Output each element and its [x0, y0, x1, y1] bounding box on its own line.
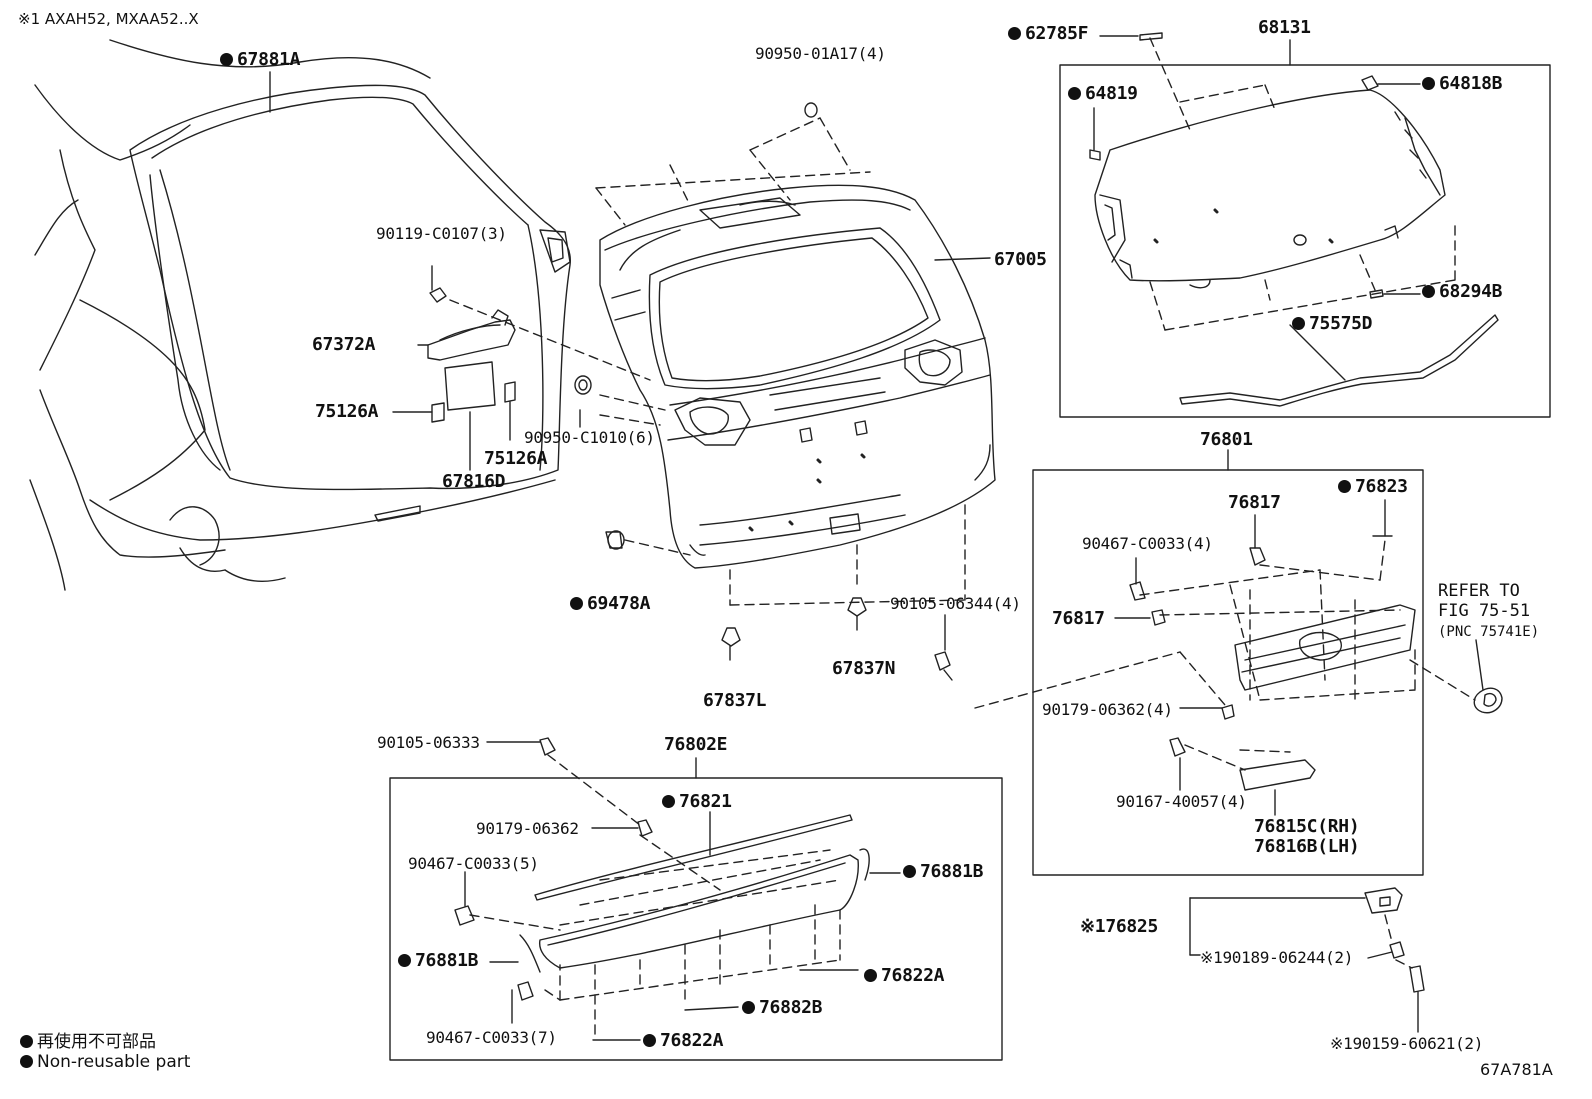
legend-dot-icon	[20, 1035, 33, 1048]
label-76881B-left[interactable]: 76881B	[398, 951, 479, 971]
label-68131[interactable]: 68131	[1258, 17, 1311, 38]
vehicle-body-outline	[29, 39, 572, 591]
molding-75575D	[1179, 314, 1499, 407]
nonreusable-dot-icon	[643, 1034, 656, 1047]
label-67816D[interactable]: 67816D	[442, 471, 506, 492]
hinge-parts	[392, 309, 516, 471]
label-67837L[interactable]: 67837L	[703, 690, 767, 711]
label-76881B-right[interactable]: 76881B	[903, 862, 984, 882]
label-90467-C0033-7[interactable]: 90467-C0033(7)	[426, 1028, 557, 1047]
label-76821[interactable]: 76821	[662, 792, 732, 812]
garnish-76801	[1114, 499, 1503, 816]
nonreusable-dot-icon	[864, 969, 877, 982]
label-90119-C0107[interactable]: 90119-C0107(3)	[376, 224, 507, 243]
label-76815C[interactable]: 76815C(RH)	[1254, 816, 1360, 837]
label-64818B[interactable]: 64818B	[1422, 74, 1503, 94]
leader-67005	[934, 257, 991, 261]
nonreusable-dot-icon	[742, 1001, 755, 1014]
nonreusable-dot-icon	[1422, 285, 1435, 298]
lower-garnish-76802E	[454, 737, 901, 1041]
label-67837N[interactable]: 67837N	[832, 658, 896, 679]
label-76802E[interactable]: 76802E	[664, 734, 728, 755]
label-75575D[interactable]: 75575D	[1292, 314, 1373, 334]
label-90105-06344[interactable]: 90105-06344(4)	[890, 594, 1021, 613]
label-90179-06362[interactable]: 90179-06362	[476, 819, 579, 838]
label-68294B[interactable]: 68294B	[1422, 282, 1503, 302]
bracket-76825	[1189, 887, 1425, 1033]
glass-leaders	[1149, 37, 1456, 331]
nonreusable-dot-icon	[903, 865, 916, 878]
figure-code: 67A781A	[1480, 1060, 1553, 1079]
label-90167-40057[interactable]: 90167-40057(4)	[1116, 792, 1247, 811]
lower-garnish-leaders	[469, 754, 841, 1036]
nonreusable-dot-icon	[220, 53, 233, 66]
nonreusable-dot-icon	[1292, 317, 1305, 330]
label-76816B[interactable]: 76816B(LH)	[1254, 836, 1360, 857]
label-76801[interactable]: 76801	[1200, 429, 1253, 450]
garnish-leaders	[974, 539, 1476, 771]
label-76817-top[interactable]: 76817	[1228, 492, 1281, 513]
nonreusable-dot-icon	[1008, 27, 1021, 40]
box-76801	[1032, 469, 1424, 876]
nonreusable-dot-icon	[398, 954, 411, 967]
label-76822A-right[interactable]: 76822A	[864, 966, 945, 986]
label-76882B[interactable]: 76882B	[742, 998, 823, 1018]
nonreusable-dot-icon	[1338, 480, 1351, 493]
label-90105-06333[interactable]: 90105-06333	[377, 733, 480, 752]
label-90950-C1010[interactable]: 90950-C1010(6)	[524, 428, 655, 447]
nonreusable-dot-icon	[1068, 87, 1081, 100]
label-76823[interactable]: 76823	[1338, 477, 1408, 497]
label-90159-60621[interactable]: ※190159-60621(2)	[1330, 1034, 1484, 1053]
box-68131	[1059, 64, 1551, 418]
back-glass	[1089, 32, 1446, 299]
label-75126A-left[interactable]: 75126A	[315, 401, 379, 422]
header-note: ※1 AXAH52, MXAA52..X	[18, 10, 199, 28]
tailgate-panel	[599, 184, 996, 569]
reference-line-3: (PNC 75741E)	[1438, 624, 1540, 640]
label-76825[interactable]: ※176825	[1080, 916, 1159, 937]
label-90467-C0033-4[interactable]: 90467-C0033(4)	[1082, 534, 1213, 553]
tailgate-fasteners	[429, 102, 953, 681]
reference-line-1: REFER TO	[1438, 581, 1520, 601]
label-67372A[interactable]: 67372A	[312, 334, 376, 355]
label-64819[interactable]: 64819	[1068, 84, 1138, 104]
label-62785F[interactable]: 62785F	[1008, 24, 1089, 44]
label-90189-06244[interactable]: ※190189-06244(2)	[1200, 948, 1354, 967]
reference-line-2: FIG 75-51	[1438, 601, 1531, 621]
label-90467-C0033-5[interactable]: 90467-C0033(5)	[408, 854, 539, 873]
label-76817-mid[interactable]: 76817	[1052, 608, 1105, 629]
tailgate-leaders	[449, 117, 966, 606]
nonreusable-dot-icon	[662, 795, 675, 808]
legend-item-ja: 再使用不可部品	[20, 1027, 156, 1052]
label-90179-06362-4[interactable]: 90179-06362(4)	[1042, 700, 1173, 719]
nonreusable-dot-icon	[1422, 77, 1435, 90]
bracket-leaders	[1384, 914, 1413, 969]
label-69478A[interactable]: 69478A	[570, 594, 651, 614]
label-76822A-bottom[interactable]: 76822A	[643, 1031, 724, 1051]
legend-item-en: Non-reusable part	[20, 1052, 190, 1072]
label-75126A-right[interactable]: 75126A	[484, 448, 548, 469]
label-67881A[interactable]: 67881A	[220, 50, 301, 70]
label-67005[interactable]: 67005	[994, 249, 1047, 270]
legend-dot-icon	[20, 1055, 33, 1068]
label-90950-01A17[interactable]: 90950-01A17(4)	[755, 44, 886, 63]
nonreusable-dot-icon	[570, 597, 583, 610]
